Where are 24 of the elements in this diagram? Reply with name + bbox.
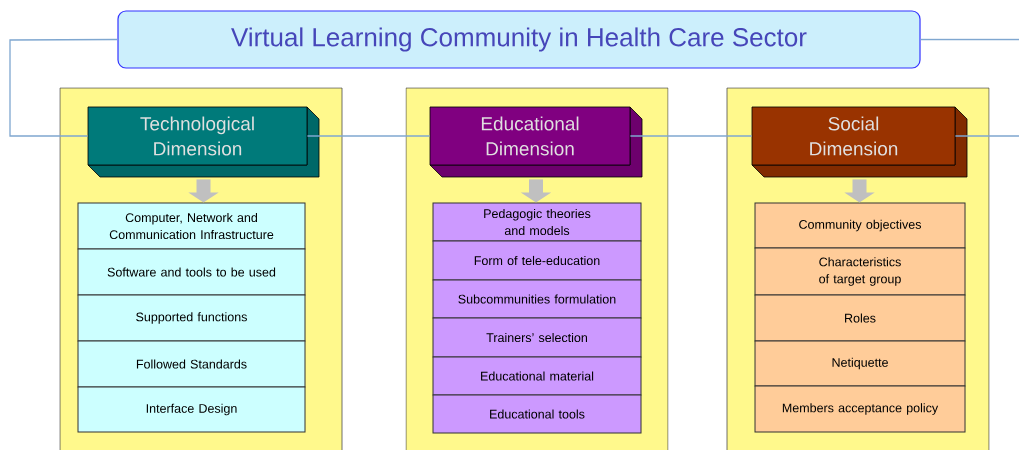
list-cell: Trainers’ selection bbox=[432, 317, 642, 358]
list-cell: Roles bbox=[754, 294, 966, 342]
connector-line bbox=[306, 135, 431, 137]
list-cell: Followed Standards bbox=[77, 340, 306, 388]
list-cell: Form of tele-education bbox=[432, 240, 642, 281]
list-cell: Interface Design bbox=[77, 386, 306, 433]
list-cell: Community objectives bbox=[754, 202, 966, 249]
list-cell: Netiquette bbox=[754, 340, 966, 387]
list-cell: Software and tools to be used bbox=[77, 248, 306, 296]
connector-line bbox=[629, 135, 753, 137]
connector-line bbox=[9, 38, 119, 137]
dimension-box: Educational Dimension bbox=[429, 106, 643, 178]
list-cell: Supported functions bbox=[77, 294, 306, 342]
list-cell: Educational tools bbox=[432, 394, 642, 434]
list-cell: Members acceptance policy bbox=[754, 385, 966, 433]
list-cell: Pedagogic theories and models bbox=[432, 202, 642, 242]
list-cell: Educational material bbox=[432, 356, 642, 396]
dimension-box: Social Dimension bbox=[751, 106, 968, 178]
title-box: Virtual Learning Community in Health Care Sector bbox=[117, 10, 921, 69]
dimension-box: Technological Dimension bbox=[87, 106, 320, 178]
connector-line bbox=[919, 38, 1019, 137]
list-cell: Characteristics of target group bbox=[754, 247, 966, 296]
list-cell: Computer, Network and Communication Infrastructure bbox=[77, 202, 306, 250]
list-cell: Subcommunities formulation bbox=[432, 279, 642, 319]
